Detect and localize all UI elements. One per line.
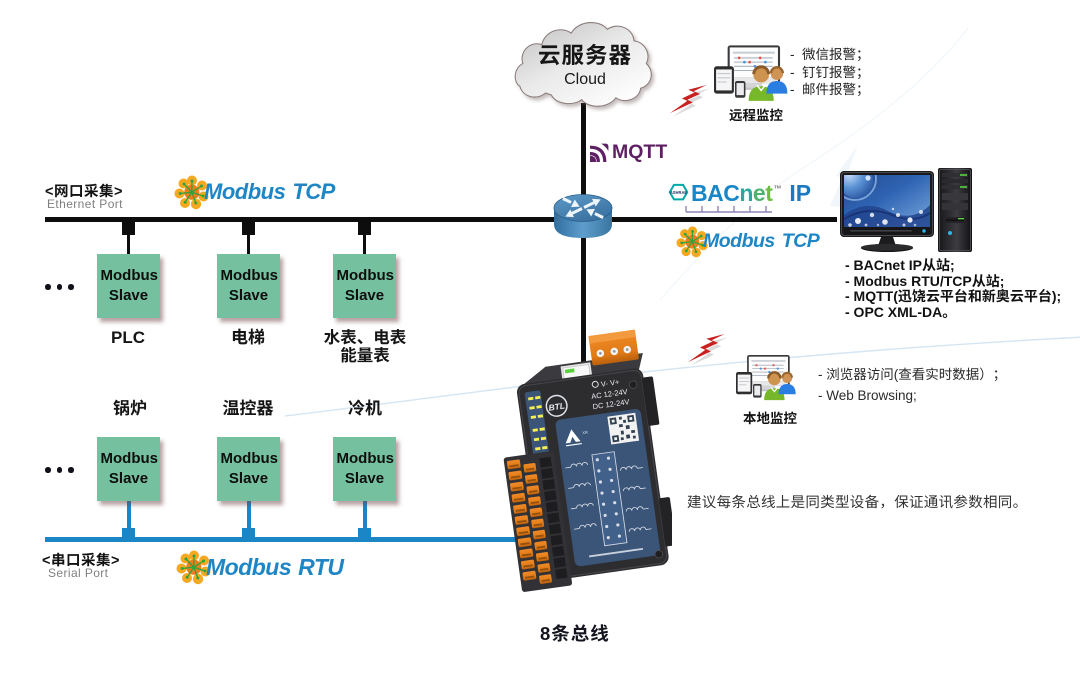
bacnet-tm: ™ [773, 184, 782, 193]
serial-bus-line [45, 537, 516, 542]
bus-count-label: 8条总线 [540, 623, 610, 644]
device-label-meter: 水表、电表 能量表 [323, 329, 407, 365]
bacnet-logo: ASHRAE BACnet ™ IP [668, 180, 811, 213]
local-access-item: - 浏览器访问(查看实时数据）； [818, 367, 1007, 382]
modbus-slave-box-elevator: Modbus Slave [217, 254, 280, 318]
bacnet-wordmark: BACnet [691, 180, 773, 206]
device-label-boiler: 锅炉 [113, 399, 147, 418]
btl-mark-icon: BTL [545, 394, 568, 417]
local-monitoring-icon [736, 354, 797, 401]
workstation-feature-list: - BACnet IP从站; - Modbus RTU/TCP从站; - MQT… [845, 257, 1062, 320]
gateway-front-panel: XR [555, 409, 661, 567]
serial-port-label-en: Serial Port [48, 566, 109, 580]
device-label-elevator: 电梯 [231, 328, 265, 347]
slave-box-label: Modbus Slave [100, 267, 159, 304]
slave-box-label: Modbus Slave [220, 450, 279, 487]
remote-monitoring-label: 远程监控 [729, 108, 783, 123]
modbus-slave-box-meter: Modbus Slave [333, 254, 396, 318]
slave-box-label: Modbus Slave [100, 450, 159, 487]
feature-item: - BACnet IP从站; [845, 257, 955, 273]
local-monitoring-label: 本地监控 [743, 411, 797, 426]
ethernet-port-label-en: Ethernet Port [47, 197, 123, 211]
lightning-local-icon [688, 334, 728, 366]
alarm-item: - 钉钉报警； [790, 64, 870, 80]
router-icon [553, 194, 613, 238]
device-label-plc: PLC [111, 328, 145, 347]
feature-item: - MQTT(迅饶云平台和新奥云平台); [845, 288, 1062, 305]
modbus-tcp-logo-top: Modbus TCP [174, 174, 335, 210]
modbus-wordmark: Modbus [206, 553, 292, 580]
serial-stub [358, 500, 371, 541]
cloud-title: 云服务器 [537, 43, 632, 68]
mqtt-icon [589, 143, 609, 162]
bacnet-ip: IP [789, 180, 812, 206]
gateway-device: BTL V- V+ AC 12-24V DC 12-24V XR [503, 329, 672, 592]
cloud-subtitle: Cloud [564, 71, 606, 88]
ellipsis-ethernet [45, 284, 74, 290]
ashrae-hexagon-icon: ASHRAE [668, 183, 689, 201]
modbus-slave-box-plc: Modbus Slave [97, 254, 160, 318]
modbus-protocol: TCP [781, 230, 820, 252]
modbus-wordmark: Modbus [703, 230, 775, 252]
device-label-thermostat: 温控器 [222, 399, 274, 418]
svg-text:XR: XR [582, 430, 588, 436]
ellipsis-serial [45, 467, 74, 473]
modbus-protocol: TCP [292, 179, 335, 204]
mqtt-wordmark: MQTT [612, 141, 668, 163]
ethernet-bus-line [45, 217, 837, 222]
serial-port-label-cn: <串口采集> [42, 553, 120, 569]
local-access-item: - Web Browsing; [818, 388, 917, 403]
svg-text:BTL: BTL [548, 400, 566, 412]
slave-box-label: Modbus Slave [336, 267, 395, 304]
remote-monitoring-icon [714, 44, 788, 102]
modbus-slave-box-boiler: Modbus Slave [97, 437, 160, 501]
slave-box-label: Modbus Slave [336, 450, 395, 487]
modbus-tcp-logo-mid: Modbus TCP [676, 225, 820, 258]
alarm-item: - 邮件报警； [790, 82, 870, 98]
bacnet-bus-underline [685, 206, 772, 213]
svg-text:ASHRAE: ASHRAE [670, 190, 688, 195]
device-label-chiller: 冷机 [348, 399, 382, 418]
note-text: 建议每条总线上是同类型设备，保证通讯参数相同。 [687, 495, 1028, 511]
modbus-protocol: RTU [298, 553, 344, 580]
gateway-wiring-diagram [565, 451, 652, 547]
workstation-computer [840, 168, 972, 252]
ethernet-port-label-cn: <网口采集> [45, 184, 123, 200]
modbus-wordmark: Modbus [204, 179, 286, 204]
modbus-slave-box-thermostat: Modbus Slave [217, 437, 280, 501]
gateway-power-terminal [588, 329, 639, 366]
alarm-list: - 微信报警； - 钉钉报警； - 邮件报警； [790, 46, 870, 99]
lightning-remote-icon [670, 85, 710, 117]
gateway-qr-code [607, 412, 640, 445]
slave-box-label: Modbus Slave [220, 267, 279, 304]
svg-text:V- V+: V- V+ [600, 377, 620, 388]
feature-item: - Modbus RTU/TCP从站; [845, 272, 1005, 289]
alarm-item: - 微信报警； [790, 47, 870, 62]
serial-stub [122, 500, 135, 541]
modbus-rtu-logo: Modbus RTU [176, 549, 344, 585]
modbus-slave-box-chiller: Modbus Slave [333, 437, 396, 501]
serial-stub [242, 500, 255, 541]
gateway-terminal-block [503, 451, 573, 592]
feature-item: - OPC XML-DA。 [845, 303, 957, 320]
mqtt-logo: MQTT [589, 141, 667, 164]
cloud-shape [514, 22, 652, 107]
local-access-list: - 浏览器访问(查看实时数据）； - Web Browsing; [818, 364, 1006, 406]
